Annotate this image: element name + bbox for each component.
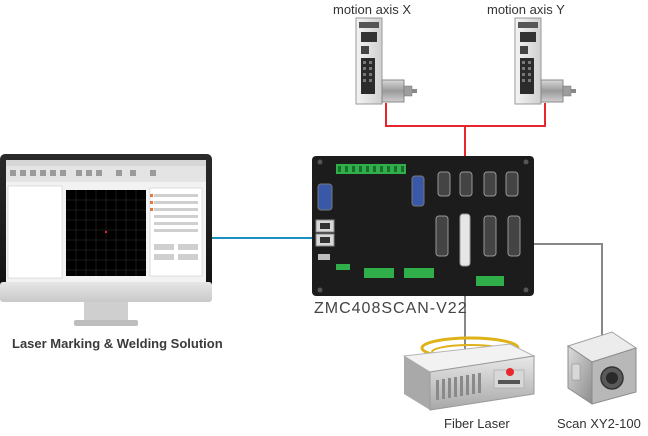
motion-cable-xy [385,103,546,127]
fiber-laser-icon [402,336,536,411]
scan-head-icon [566,331,638,405]
solution-title: Laser Marking & Welding Solution [12,336,223,351]
motion-axis-y-label: motion axis Y [487,2,565,17]
motion-axis-x-label: motion axis X [333,2,412,17]
servo-drive-x-icon [355,17,417,105]
computer-icon [0,154,212,326]
controller-model-label: ZMC408SCAN-V22 [314,300,468,317]
fiber-laser-label: Fiber Laser [444,416,510,431]
scan-head-label: Scan XY2-100 [557,416,641,431]
servo-drive-y-icon [514,17,576,105]
controller-icon [312,156,534,296]
scan-cable [515,243,603,336]
